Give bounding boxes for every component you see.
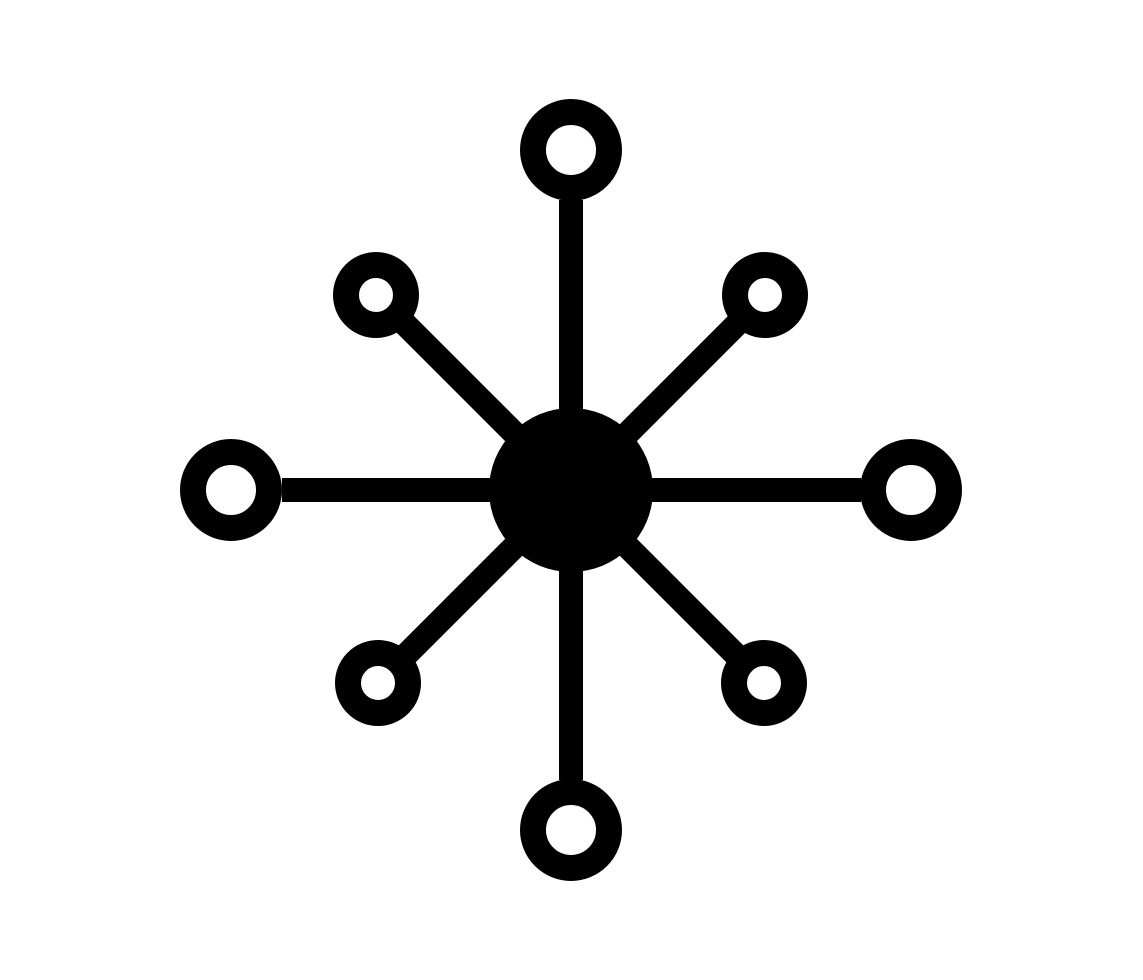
node-bottom	[520, 779, 622, 881]
node-top-right	[722, 252, 808, 338]
node-top	[520, 99, 622, 201]
outer-nodes	[180, 99, 962, 881]
node-bottom-left	[335, 640, 421, 726]
node-top-left	[333, 252, 419, 338]
hub-node	[489, 408, 653, 572]
node-bottom-right	[721, 640, 807, 726]
node-left	[180, 439, 282, 541]
node-right	[860, 439, 962, 541]
